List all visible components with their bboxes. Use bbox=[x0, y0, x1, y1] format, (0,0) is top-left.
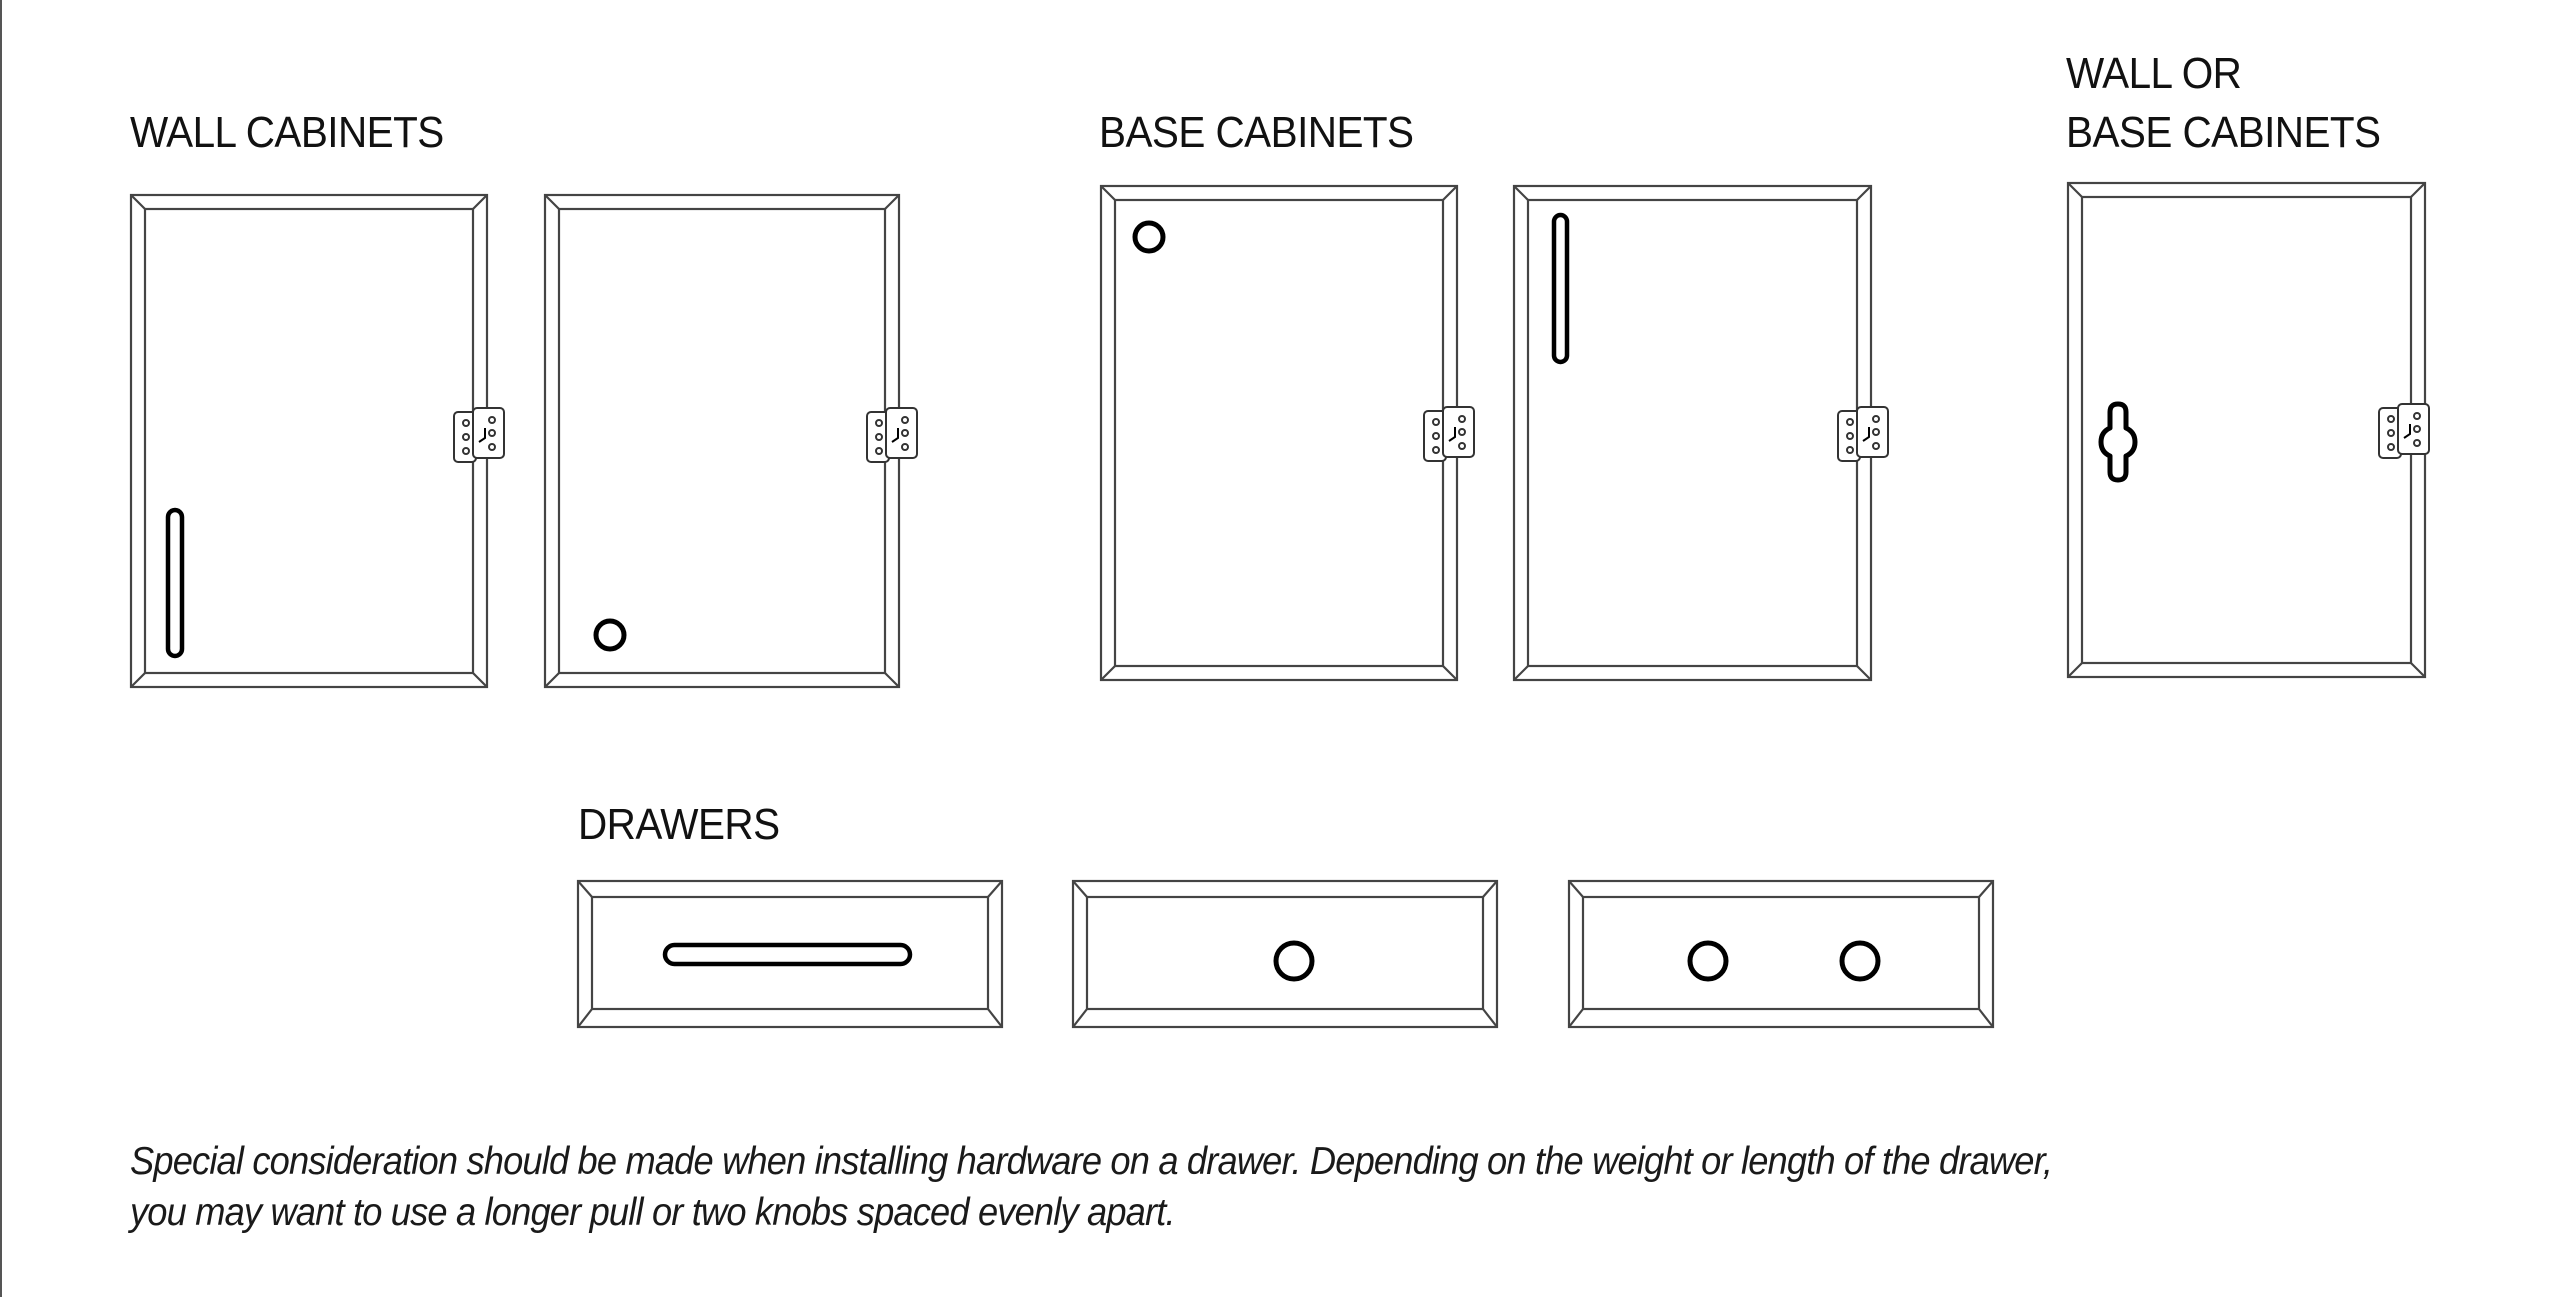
note-line-1: Special consideration should be made whe… bbox=[130, 1140, 2053, 1183]
drawers-label: DRAWERS bbox=[578, 800, 780, 849]
knob-icon-left bbox=[1687, 940, 1729, 982]
wall-or-base-cabinet-door bbox=[2066, 181, 2430, 680]
page-left-border bbox=[0, 0, 2, 1297]
knob-icon bbox=[593, 618, 627, 652]
keyhole-knob-icon bbox=[2098, 401, 2138, 483]
knob-icon bbox=[1132, 220, 1166, 254]
knob-icon-right bbox=[1839, 940, 1881, 982]
vertical-pull-icon bbox=[1551, 212, 1570, 365]
hinge-icon bbox=[1837, 406, 1889, 462]
horizontal-pull-icon bbox=[662, 942, 913, 967]
wall-or-base-label-line2: BASE CABINETS bbox=[2066, 108, 2381, 157]
hinge-icon bbox=[453, 407, 505, 463]
hinge-icon bbox=[866, 407, 918, 463]
drawer-3 bbox=[1567, 879, 1996, 1030]
wall-or-base-label-line1: WALL OR bbox=[2066, 49, 2242, 98]
note-line-2: you may want to use a longer pull or two… bbox=[130, 1191, 1176, 1234]
door-frame-icon bbox=[1512, 184, 1889, 682]
base-cabinet-door-2 bbox=[1512, 184, 1889, 682]
hinge-icon bbox=[1423, 406, 1475, 462]
wall-cabinet-door-1 bbox=[129, 193, 505, 690]
door-frame-icon bbox=[2066, 181, 2430, 679]
knob-icon bbox=[1273, 940, 1315, 982]
door-frame-icon bbox=[543, 193, 918, 689]
vertical-pull-icon bbox=[165, 507, 185, 659]
drawer-frame-icon bbox=[1567, 879, 1995, 1029]
door-frame-icon bbox=[129, 193, 505, 689]
base-cabinet-door-1 bbox=[1099, 184, 1475, 682]
base-cabinets-label: BASE CABINETS bbox=[1099, 108, 1414, 157]
drawer-1 bbox=[576, 879, 1005, 1030]
wall-cabinet-door-2 bbox=[543, 193, 918, 690]
hinge-icon bbox=[2378, 403, 2430, 459]
drawer-frame-icon bbox=[576, 879, 1004, 1029]
drawer-hardware-note: Special consideration should be made whe… bbox=[130, 1136, 2269, 1238]
wall-cabinets-label: WALL CABINETS bbox=[130, 108, 444, 157]
drawer-2 bbox=[1071, 879, 1500, 1030]
door-frame-icon bbox=[1099, 184, 1475, 682]
drawer-frame-icon bbox=[1071, 879, 1499, 1029]
